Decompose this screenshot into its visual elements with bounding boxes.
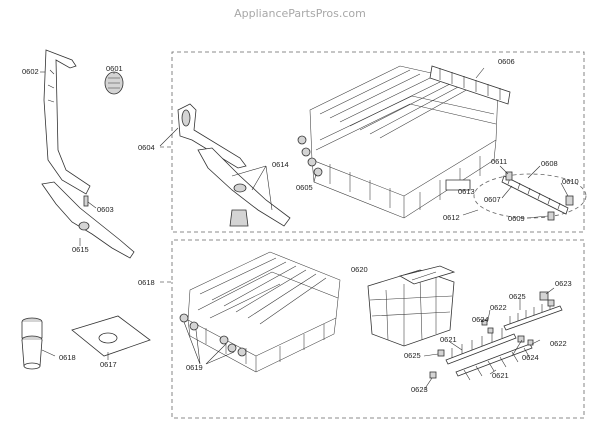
label-0625-bottom[interactable]: 0625 [404,351,421,360]
label-0606[interactable]: 0606 [498,57,515,66]
label-0605[interactable]: 0605 [296,183,313,192]
clip-0610[interactable] [565,195,574,206]
label-0618-rack[interactable]: 0618 [138,278,155,287]
leader-lines [40,67,569,391]
cutlery-basket-0620[interactable] [367,265,456,347]
clip-0609[interactable] [547,211,555,221]
handle-0613[interactable] [445,179,471,191]
label-0613[interactable]: 0613 [458,187,475,196]
rack-rollers-0605[interactable] [297,135,323,177]
filter-cylinder-0616[interactable] [21,317,43,370]
label-0624-bottom[interactable]: 0624 [522,353,539,362]
upper-rack-frame [160,51,585,233]
cup-shelf-0606[interactable] [429,65,511,105]
upper-spray-arm-tube-0604[interactable] [177,103,247,169]
label-0625-top[interactable]: 0625 [509,292,526,301]
label-0623-bottom[interactable]: 0623 [411,385,428,394]
label-0610[interactable]: 0610 [562,177,579,186]
filter-cap-0601[interactable] [104,71,124,95]
label-0612[interactable]: 0612 [443,213,460,222]
label-0608[interactable]: 0608 [541,159,558,168]
label-0624-top[interactable]: 0624 [472,315,489,324]
label-0621-top[interactable]: 0621 [440,335,457,344]
label-0621-bottom[interactable]: 0621 [492,371,509,380]
small-clips[interactable] [429,291,555,379]
label-0623-top[interactable]: 0623 [555,279,572,288]
label-0622-right[interactable]: 0622 [550,339,567,348]
tine-row-0621-lower[interactable] [445,328,533,381]
label-0609[interactable]: 0609 [508,214,525,223]
label-0614[interactable]: 0614 [272,160,289,169]
upper-spray-arm-0614[interactable] [197,147,291,227]
fine-filter-0617[interactable] [71,315,151,357]
lower-spray-arm-0615[interactable] [41,181,135,259]
clip-0611[interactable] [505,171,513,181]
adjuster-rail-0608[interactable] [501,175,569,215]
part-labels: 0602 0601 0603 0615 0604 0614 0605 0606 … [22,57,579,394]
label-0622-top[interactable]: 0622 [490,303,507,312]
label-0604[interactable]: 0604 [138,143,155,152]
label-0619[interactable]: 0619 [186,363,203,372]
label-0603[interactable]: 0603 [97,205,114,214]
lower-rack-rollers-0619[interactable] [179,313,247,357]
lower-rack-frame [160,239,585,419]
label-0602[interactable]: 0602 [22,67,39,76]
lower-rack-basket[interactable] [187,251,341,373]
label-0601[interactable]: 0601 [106,64,123,73]
label-0617[interactable]: 0617 [100,360,117,369]
label-0618-filter[interactable]: 0618 [59,353,76,362]
tine-row-0625-upper[interactable] [503,301,563,331]
watermark-text: AppliancePartsPros.com [234,7,366,20]
label-0615[interactable]: 0615 [72,245,89,254]
label-0611[interactable]: 0611 [491,157,507,166]
spray-arm-supply-tube-0602[interactable] [43,49,91,195]
screw-0603[interactable] [83,195,89,207]
label-0620[interactable]: 0620 [351,265,368,274]
label-0607[interactable]: 0607 [484,195,501,204]
